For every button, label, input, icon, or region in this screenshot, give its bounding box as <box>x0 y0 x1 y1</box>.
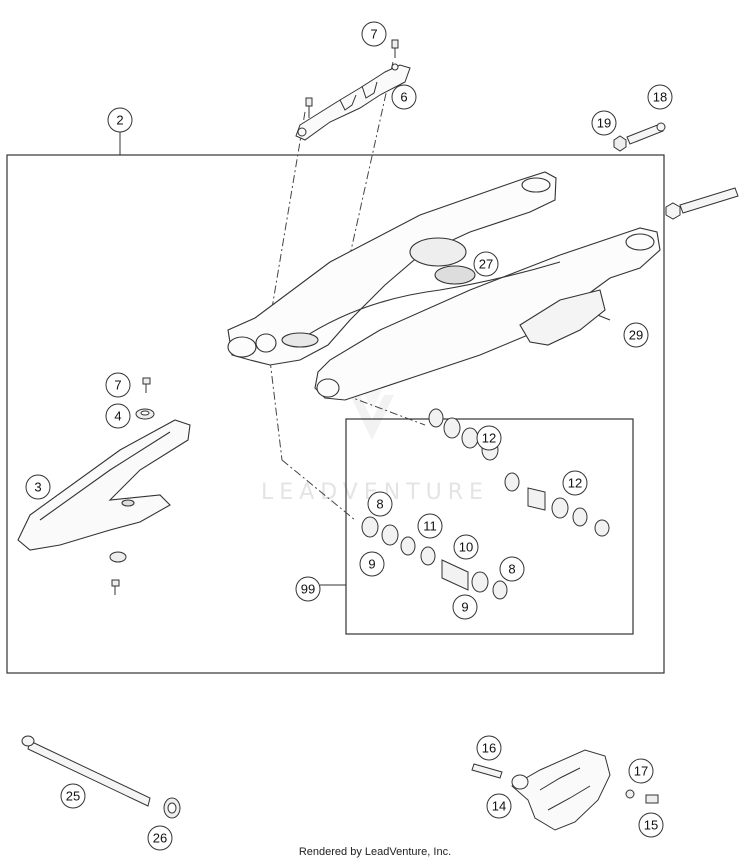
svg-text:14: 14 <box>492 799 506 814</box>
watermark-logo <box>350 390 394 440</box>
bolt-top-right-icon <box>391 39 399 58</box>
svg-text:4: 4 <box>114 409 121 424</box>
screw-7-icon <box>142 377 151 393</box>
svg-text:12: 12 <box>482 431 496 446</box>
callout-6: 6 <box>391 84 417 110</box>
svg-text:3: 3 <box>34 480 41 495</box>
svg-text:18: 18 <box>653 90 667 105</box>
svg-text:2: 2 <box>116 113 123 128</box>
nut-19-icon <box>613 135 627 152</box>
svg-text:9: 9 <box>368 557 375 572</box>
assembly-axis-lines <box>269 61 426 521</box>
callout-27: 27 <box>473 251 499 277</box>
callout-14: 14 <box>486 793 512 819</box>
chain-slider-bracket <box>295 63 411 141</box>
callout-29: 29 <box>623 322 649 348</box>
svg-text:99: 99 <box>301 582 315 597</box>
pivot-bolt-right-icon <box>665 187 739 220</box>
svg-text:15: 15 <box>644 818 658 833</box>
swingarm-axle-25-icon <box>21 735 151 807</box>
svg-text:16: 16 <box>482 741 496 756</box>
pivot-bolt-18-icon <box>626 122 666 145</box>
callout-2: 2 <box>107 107 133 133</box>
svg-text:17: 17 <box>634 764 648 779</box>
callout-17: 17 <box>628 758 654 784</box>
swingarm <box>227 171 661 401</box>
svg-text:8: 8 <box>376 497 383 512</box>
bolt-15-icon <box>645 794 659 804</box>
washer-17-icon <box>625 789 635 799</box>
callout-15: 15 <box>638 812 664 838</box>
bolt-16-icon <box>471 763 503 779</box>
callout-11: 11 <box>417 513 443 539</box>
chain-guide-14 <box>511 749 611 831</box>
footer-credit: Rendered by LeadVenture, Inc. <box>298 846 452 858</box>
bearing-parts-lower <box>361 516 508 600</box>
svg-text:25: 25 <box>66 789 80 804</box>
callout-12-right: 12 <box>562 470 588 496</box>
callout-7-left: 7 <box>105 372 131 398</box>
callout-99: 99 <box>295 576 321 602</box>
bearing-kit-frame-99 <box>345 418 634 635</box>
svg-text:29: 29 <box>629 328 643 343</box>
svg-text:6: 6 <box>400 90 407 105</box>
chain-slider <box>17 419 191 551</box>
callout-9-lower: 9 <box>452 594 478 620</box>
svg-text:7: 7 <box>114 378 121 393</box>
nut-bottom-icon <box>109 551 127 563</box>
svg-text:7: 7 <box>370 27 377 42</box>
callout-4: 4 <box>105 403 131 429</box>
svg-text:9: 9 <box>461 600 468 615</box>
svg-text:12: 12 <box>568 476 582 491</box>
screw-bottom-icon <box>111 579 120 595</box>
svg-text:27: 27 <box>479 257 493 272</box>
callout-12-upper: 12 <box>476 425 502 451</box>
callout-7-top: 7 <box>361 21 387 47</box>
callout-16: 16 <box>476 735 502 761</box>
callout-9-upper: 9 <box>359 551 385 577</box>
washer-4-icon <box>135 408 155 420</box>
callout-10: 10 <box>453 534 479 560</box>
callout-3: 3 <box>25 474 51 500</box>
callout-26: 26 <box>147 825 173 851</box>
svg-text:26: 26 <box>153 831 167 846</box>
callout-25: 25 <box>60 783 86 809</box>
svg-text:19: 19 <box>597 116 611 131</box>
bolt-top-left-icon <box>305 97 313 118</box>
bearing-parts-upper <box>428 408 610 537</box>
spacer-26-icon <box>163 797 181 819</box>
callout-18: 18 <box>647 84 673 110</box>
svg-text:10: 10 <box>459 540 473 555</box>
callout-19: 19 <box>591 110 617 136</box>
assembly-frame-2 <box>6 154 665 674</box>
svg-text:11: 11 <box>423 519 437 534</box>
callout-8-lower: 8 <box>499 556 525 582</box>
callout-8-upper: 8 <box>367 491 393 517</box>
svg-text:8: 8 <box>508 562 515 577</box>
